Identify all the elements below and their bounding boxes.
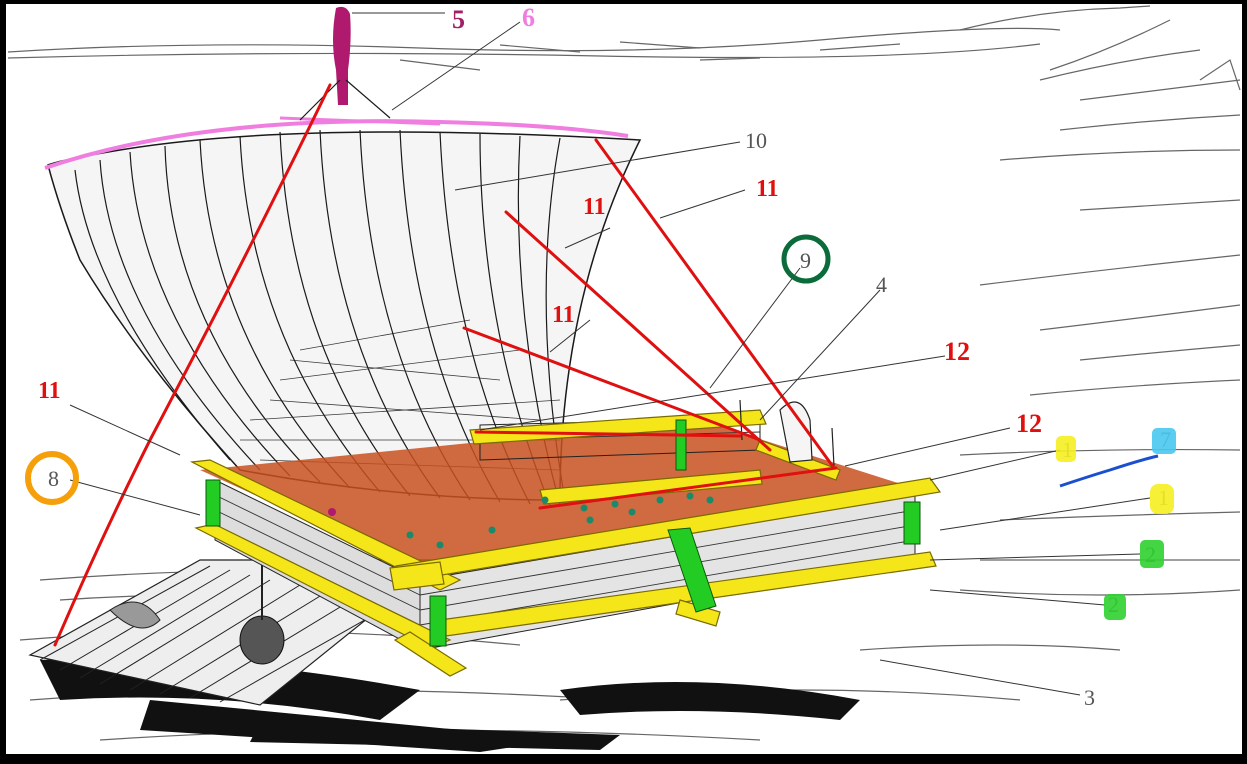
hand-label-11-d: 11: [38, 378, 61, 404]
blue-pointer-line: [1059, 454, 1159, 488]
printed-label-8: 8: [48, 466, 59, 491]
hand-label-6: 6: [522, 3, 535, 32]
annotation-badges: [25, 234, 1176, 620]
ballast-dots: [406, 492, 714, 549]
frame-uprights: [205, 419, 921, 647]
badge-1-b: [1150, 484, 1174, 514]
badge-2-a: [1140, 540, 1164, 568]
circle-8: [25, 451, 79, 505]
hand-label-11-b: 11: [583, 194, 606, 220]
hand-label-11-a: 11: [756, 176, 779, 202]
badge-2-b: [1104, 594, 1126, 620]
circle-9: [781, 234, 831, 284]
hand-label-5: 5: [452, 5, 465, 34]
printed-label-10: 10: [745, 128, 767, 153]
sail: [47, 129, 642, 506]
hand-label-12-a: 12: [944, 337, 970, 366]
hand-label-12-b: 12: [1016, 409, 1042, 438]
printed-label-9: 9: [800, 248, 811, 273]
printed-label-4: 4: [876, 272, 887, 297]
rigging: [53, 83, 838, 647]
printed-label-3: 3: [1084, 685, 1095, 710]
hand-label-11-c: 11: [552, 302, 575, 328]
badge-1-a: [1056, 436, 1076, 462]
handwritten-labels: 5 6 11 11 11 11 12 12: [38, 3, 1042, 438]
badge-7: [1152, 428, 1176, 454]
leader-lines: [69, 12, 1151, 696]
